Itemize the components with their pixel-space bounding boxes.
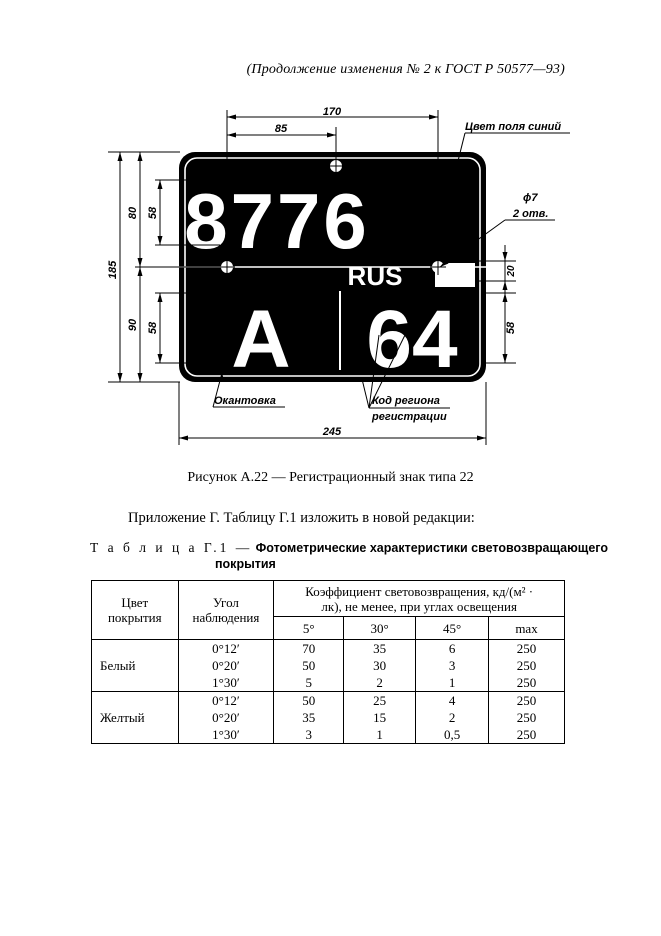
- plate-country-code: RUS: [348, 261, 403, 291]
- row-color: Белый: [91, 639, 179, 692]
- header-angle-30: 30°: [343, 616, 417, 640]
- callout-field-color: Цвет поля синий: [465, 121, 561, 133]
- dim-85: 85: [275, 123, 288, 135]
- dim-58-bottom: 58: [147, 321, 159, 334]
- left-dimension-arrows: [117, 152, 163, 382]
- dim-90: 90: [127, 318, 139, 331]
- top-dimension-arrows: [227, 114, 438, 138]
- left-dimension-lines: [108, 151, 220, 383]
- table-title: Т а б л и ц а Г.1 — Фотометрические хара…: [90, 540, 608, 572]
- dim-58-top: 58: [147, 206, 159, 219]
- dim-245: 245: [322, 426, 342, 438]
- plate-letter: A: [231, 294, 290, 385]
- row-angles: 0°12′0°20′1°30′: [177, 691, 275, 744]
- page-header: (Продолжение изменения № 2 к ГОСТ Р 5057…: [246, 62, 565, 77]
- callout-region-code-line2: регистрации: [371, 411, 447, 423]
- header-angle-5: 5°: [273, 616, 345, 640]
- callout-region-code-line1: Код региона: [372, 395, 440, 407]
- header-angle-45: 45°: [415, 616, 490, 640]
- license-plate-drawing: 8776 A 64 RUS 170 85: [107, 106, 570, 445]
- header-color: Цвет покрытия: [91, 580, 179, 640]
- plate-top-number: 8776: [184, 177, 370, 265]
- appendix-instruction: Приложение Г. Таблицу Г.1 изложить в нов…: [128, 510, 475, 526]
- callout-hole-count: 2 отв.: [512, 208, 548, 220]
- header-angle-max: max: [488, 616, 565, 640]
- row-angles: 0°12′0°20′1°30′: [177, 639, 275, 692]
- dim-80: 80: [127, 206, 139, 219]
- header-angle: Угол наблюдения: [177, 580, 275, 640]
- figure-caption: Рисунок А.22 — Регистрационный знак типа…: [187, 470, 474, 485]
- row-color: Желтый: [91, 691, 179, 744]
- callout-arrowheads: [219, 164, 459, 382]
- table-title-prefix: Т а б л и ц а Г.1 —: [90, 540, 253, 555]
- callout-border: Окантовка: [214, 395, 276, 407]
- header-coefficient: Коэффициент световозвращения, кд/(м² · л…: [273, 580, 565, 617]
- callout-hole-diameter: ϕ7: [523, 192, 538, 204]
- bottom-dimension-arrows: [179, 435, 486, 441]
- table-title-line2: покрытия: [215, 557, 276, 571]
- right-dimension-arrows: [502, 252, 508, 363]
- dim-20: 20: [506, 265, 517, 278]
- top-dimension-lines: [226, 110, 439, 275]
- dim-170: 170: [323, 106, 342, 118]
- photometric-table: Цвет покрытия Угол наблюдения Коэффициен…: [91, 580, 565, 744]
- plate-region-code: 64: [366, 294, 458, 385]
- callout-leaders: [212, 132, 570, 409]
- bottom-dimension-lines: [178, 382, 487, 445]
- dim-58-right: 58: [505, 321, 517, 334]
- dim-185: 185: [107, 260, 119, 279]
- table-title-line1: Фотометрические характеристики световозв…: [255, 541, 608, 555]
